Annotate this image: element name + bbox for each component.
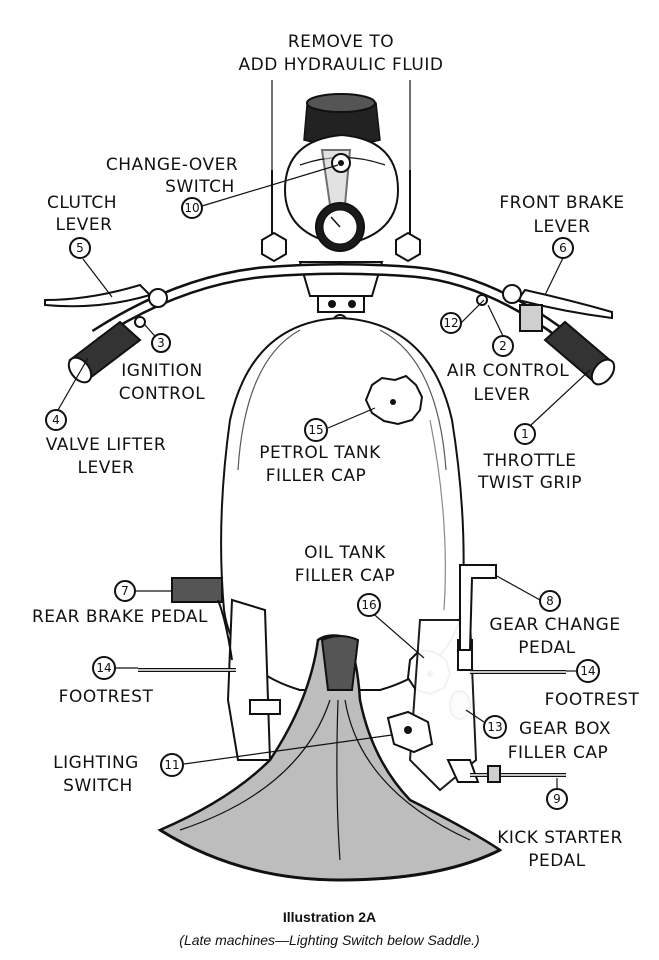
callout-1: 1 [514, 423, 536, 445]
svg-text:16: 16 [361, 598, 376, 612]
gear-change-pedal-drawing [459, 564, 497, 651]
svg-text:12: 12 [443, 316, 458, 330]
label-throttle-twist-grip: TWIST GRIP [477, 473, 582, 493]
kick-starter-drawing [446, 759, 566, 783]
label-ignition: IGNITION [121, 361, 202, 381]
callout-13: 13 [483, 715, 507, 739]
saddle [157, 634, 503, 882]
callout-12: 12 [440, 312, 462, 334]
label-oil-tank: OIL TANK [304, 543, 386, 563]
figure-caption-title: Illustration 2A [282, 909, 377, 925]
label-lighting: LIGHTING [53, 753, 139, 773]
callout-14-left: 14 [92, 656, 116, 680]
callout-8: 8 [539, 590, 561, 612]
leader-lines [57, 80, 591, 788]
callout-6: 6 [552, 237, 574, 259]
callout-10: 10 [181, 197, 203, 219]
label-petrol-filler-cap: FILLER CAP [266, 466, 366, 486]
label-kick-starter-pedal: PEDAL [528, 851, 585, 871]
label-oil-filler-cap: FILLER CAP [295, 566, 395, 586]
petrol-filler-cap-drawing [364, 374, 424, 426]
svg-text:6: 6 [559, 241, 567, 255]
label-petrol-tank: PETROL TANK [259, 443, 381, 463]
svg-text:11: 11 [164, 758, 179, 772]
callout-11: 11 [160, 753, 184, 777]
left-grip [67, 320, 142, 384]
callout-5: 5 [69, 237, 91, 259]
callout-numbers: 10 5 6 3 12 2 4 15 [45, 197, 600, 810]
label-valve-lifter-lever: LEVER [78, 458, 135, 478]
label-clutch-lever: LEVER [56, 215, 113, 235]
svg-text:2: 2 [499, 339, 507, 353]
svg-text:9: 9 [553, 792, 561, 806]
rear-brake-pedal-drawing [171, 577, 233, 661]
svg-text:8: 8 [546, 594, 554, 608]
label-valve-lifter: VALVE LIFTER [46, 435, 166, 455]
svg-text:14: 14 [96, 661, 111, 675]
label-footrest-right: FOOTREST [545, 690, 640, 710]
callout-9: 9 [546, 788, 568, 810]
label-throttle: THROTTLE [482, 451, 576, 471]
callout-2: 2 [492, 335, 514, 357]
svg-text:4: 4 [52, 413, 60, 427]
label-change-over-switch: SWITCH [165, 177, 235, 197]
right-grip [543, 320, 616, 386]
callout-3: 3 [151, 333, 171, 353]
callout-14-right: 14 [576, 659, 600, 683]
label-gearbox-filler-cap: FILLER CAP [508, 743, 608, 763]
headlamp-shell [283, 133, 400, 247]
speedometer [315, 202, 365, 252]
label-remove-to: REMOVE TO [288, 32, 394, 52]
callout-16: 16 [357, 593, 381, 617]
callout-4: 4 [45, 409, 67, 431]
label-add-hydraulic-fluid: ADD HYDRAULIC FLUID [239, 55, 444, 75]
clutch-lever-drawing [44, 283, 152, 308]
figure-caption-subtitle: (Late machines—Lighting Switch below Sad… [179, 932, 480, 948]
label-lighting-switch: SWITCH [63, 776, 133, 796]
svg-text:5: 5 [76, 241, 84, 255]
svg-text:1: 1 [521, 427, 529, 441]
hydraulic-reservoir [303, 93, 381, 146]
label-ignition-control: CONTROL [119, 384, 206, 404]
svg-text:14: 14 [580, 664, 595, 678]
label-gear-box: GEAR BOX [519, 719, 611, 739]
label-gear-change-pedal: PEDAL [518, 638, 575, 658]
label-clutch: CLUTCH [47, 193, 117, 213]
label-kick-starter: KICK STARTER [497, 828, 623, 848]
label-air-control: AIR CONTROL [447, 361, 569, 381]
label-change-over: CHANGE-OVER [106, 155, 238, 175]
motorcycle-illustration [44, 93, 616, 882]
part-labels: REMOVE TO ADD HYDRAULIC FLUID CHANGE-OVE… [32, 32, 639, 871]
lighting-switch-drawing [386, 710, 434, 754]
label-gear-change: GEAR CHANGE [489, 615, 620, 635]
callout-15: 15 [304, 418, 328, 442]
svg-text:3: 3 [157, 336, 165, 350]
label-air-control-lever: LEVER [474, 385, 531, 405]
svg-text:10: 10 [184, 201, 199, 215]
engine-left [226, 598, 281, 761]
svg-text:13: 13 [487, 720, 502, 734]
callout-7: 7 [114, 580, 136, 602]
svg-text:7: 7 [121, 584, 129, 598]
label-front-brake-lever: LEVER [534, 217, 591, 237]
svg-text:15: 15 [308, 423, 323, 437]
label-footrest-left: FOOTREST [59, 687, 154, 707]
label-rear-brake-pedal: REAR BRAKE PEDAL [32, 607, 208, 627]
label-front-brake: FRONT BRAKE [499, 193, 624, 213]
